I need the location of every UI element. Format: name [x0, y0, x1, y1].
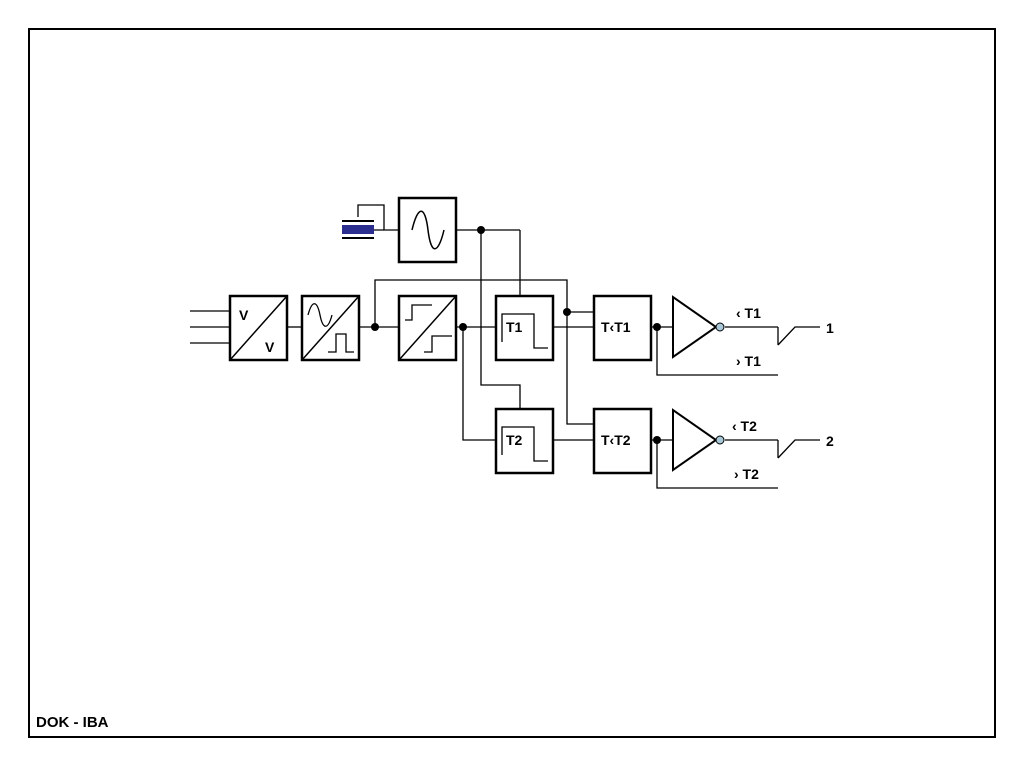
- channel2-greater-label: › T2: [734, 466, 759, 482]
- timer2-block: T2: [494, 407, 555, 475]
- voltage-out-label: V: [265, 339, 275, 355]
- diagram-frame: [28, 28, 996, 738]
- crystal-oscillator-icon: [342, 220, 374, 239]
- inverter1-icon: [672, 295, 725, 359]
- comparator1-label: T‹T1: [601, 319, 631, 335]
- comparator1-block: T‹T1: [592, 294, 653, 362]
- inverter2-icon: [672, 408, 725, 472]
- channel1-less-label: ‹ T1: [736, 305, 761, 321]
- voltage-in-label: V: [239, 307, 249, 323]
- channel1-greater-label: › T1: [736, 353, 761, 369]
- comparator2-label: T‹T2: [601, 432, 631, 448]
- timer1-block: T1: [494, 294, 555, 362]
- sine-wave-icon: [411, 210, 445, 250]
- step-converter-block: [397, 294, 458, 362]
- sine-to-square-icon: [307, 303, 333, 327]
- junction-dots: [371, 226, 661, 444]
- waveform-shaper-block: [300, 294, 361, 362]
- voltage-converter-block: V V: [228, 294, 289, 362]
- oscillator-block: [397, 196, 458, 264]
- channel2-terminal-label: 2: [826, 433, 834, 449]
- document-label: DOK - IBA: [36, 714, 109, 731]
- timer2-label: T2: [506, 432, 523, 448]
- channel1-terminal-label: 1: [826, 320, 834, 336]
- timer1-label: T1: [506, 319, 523, 335]
- channel2-less-label: ‹ T2: [732, 418, 757, 434]
- comparator2-block: T‹T2: [592, 407, 653, 475]
- step-converter-icon: [405, 304, 432, 321]
